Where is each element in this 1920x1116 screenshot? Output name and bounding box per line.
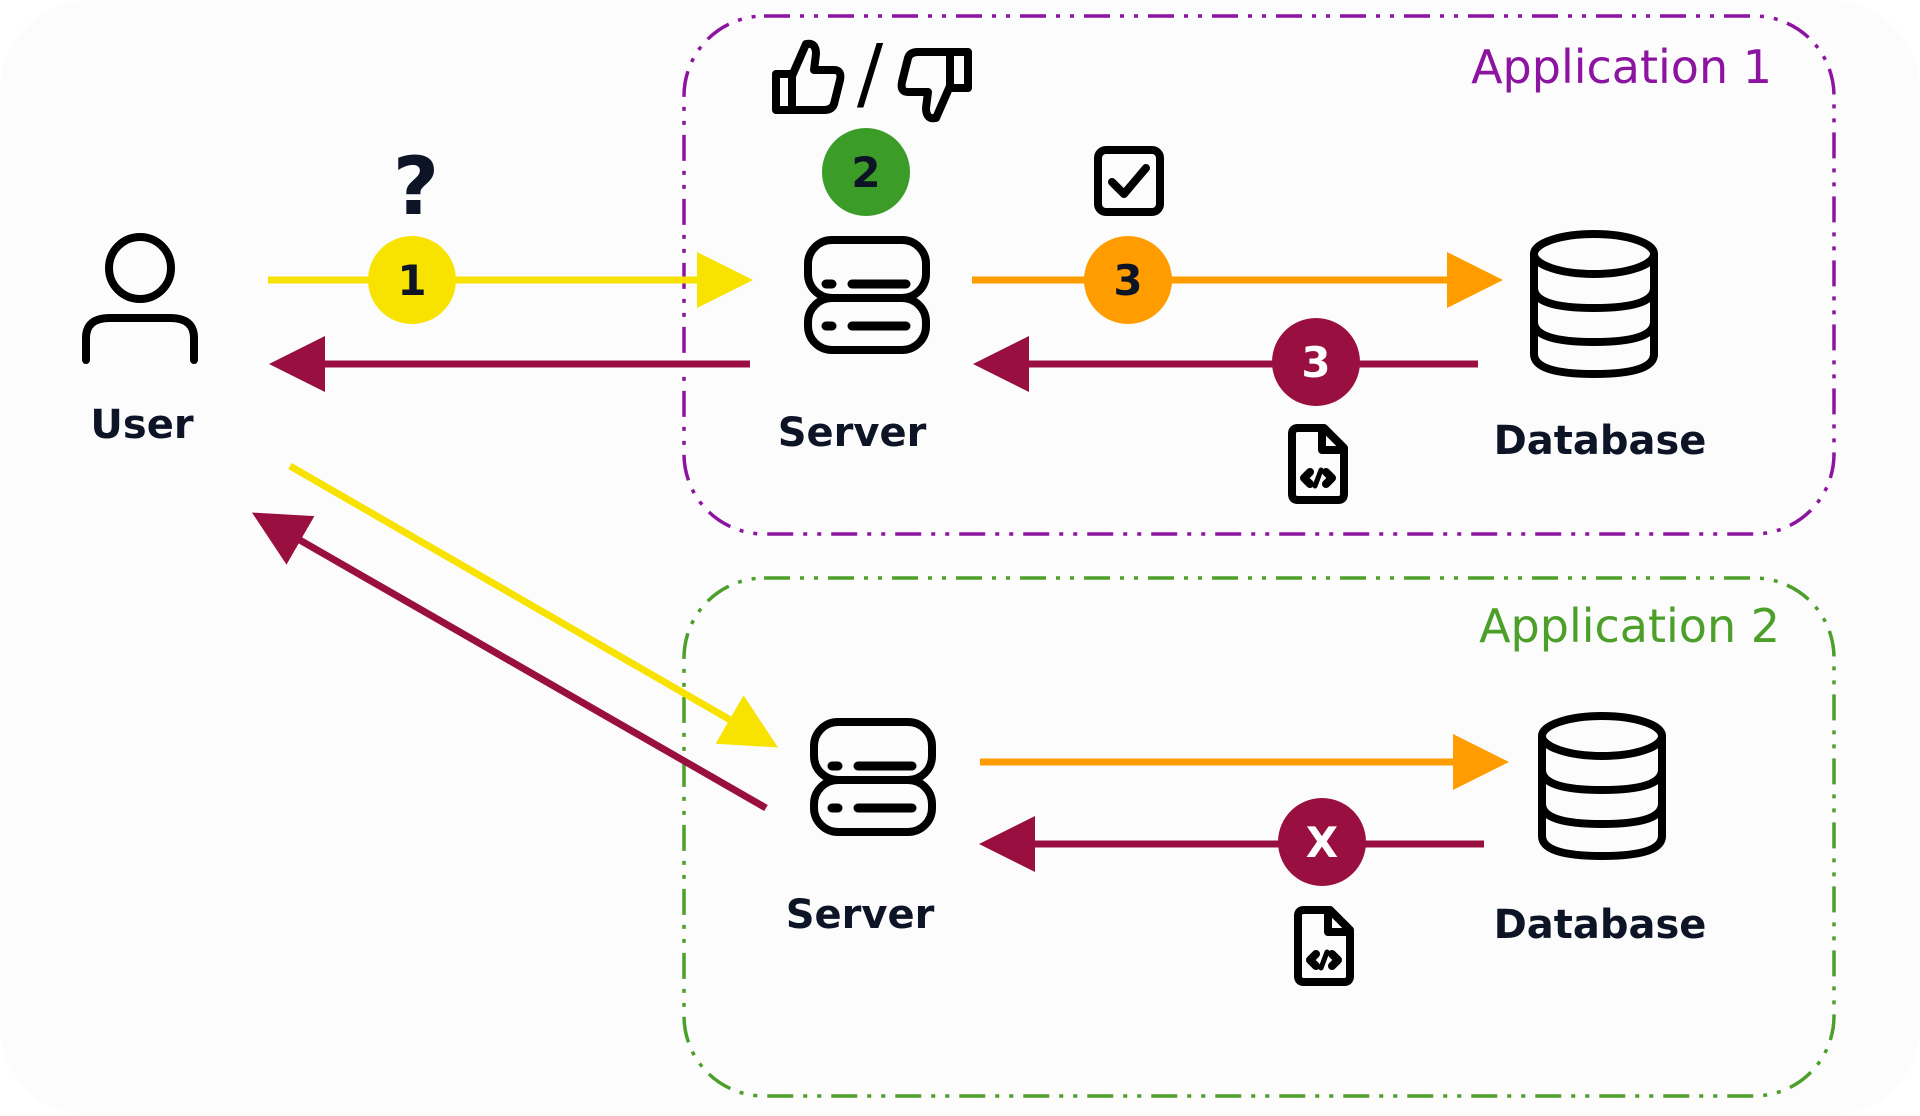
database-icon — [1538, 712, 1666, 860]
server-icon — [810, 718, 936, 836]
database-icon — [1530, 230, 1658, 378]
code-file-icon — [1294, 906, 1354, 986]
app1-boundary — [682, 14, 1836, 536]
app2-boundary — [682, 576, 1836, 1098]
server2-label: Server — [786, 892, 935, 938]
app1-title: Application 1 — [1471, 40, 1772, 94]
badge-1-text: 1 — [397, 256, 426, 305]
thumbs-up-icon — [772, 39, 845, 114]
database2-label: Database — [1494, 902, 1707, 948]
app2-title: Application 2 — [1479, 599, 1780, 653]
badge-1: 1 — [368, 236, 456, 324]
user-to-server2-arrow — [288, 462, 779, 748]
thumbs-separator: / — [857, 29, 884, 119]
badge-3-result: 3 — [1272, 318, 1360, 406]
thumbs-down-icon — [897, 48, 972, 123]
question-mark: ? — [393, 140, 439, 233]
badge-3-result-text: 3 — [1301, 338, 1330, 387]
server2-to-user-arrow — [251, 512, 768, 812]
code-file-icon — [1288, 424, 1348, 504]
badge-2: 2 — [822, 128, 910, 216]
checkbox-icon — [1094, 146, 1164, 216]
badge-x: X — [1278, 798, 1366, 886]
user-icon — [82, 233, 198, 364]
badge-x-text: X — [1306, 818, 1338, 867]
badge-3-query-text: 3 — [1113, 256, 1142, 305]
database1-label: Database — [1494, 418, 1707, 464]
user-label: User — [90, 402, 193, 448]
server1-label: Server — [778, 410, 927, 456]
badge-3-query: 3 — [1084, 236, 1172, 324]
badge-2-text: 2 — [851, 148, 880, 197]
server-icon — [804, 236, 930, 354]
